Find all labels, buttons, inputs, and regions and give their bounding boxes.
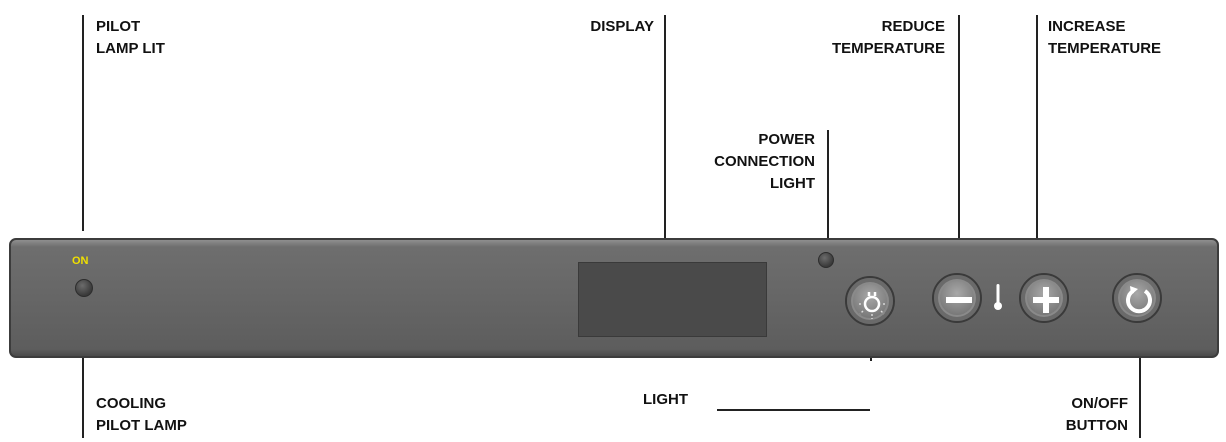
leader-pilot-lamp-lit xyxy=(82,15,84,231)
lightbulb-icon xyxy=(857,292,887,319)
label-power-connection-light: POWER CONNECTION LIGHT xyxy=(714,131,815,192)
on-off-button[interactable] xyxy=(1112,273,1162,323)
label-light: LIGHT xyxy=(643,391,688,408)
leader-display xyxy=(664,15,666,262)
control-panel xyxy=(9,238,1219,358)
leader-cooling-pilot-lamp xyxy=(82,313,84,438)
leader-power-connection-light xyxy=(827,130,829,242)
leader-on-off-button xyxy=(1139,340,1141,438)
cooling-pilot-lamp xyxy=(75,279,93,297)
leader-reduce-temperature xyxy=(958,15,960,263)
reduce-temperature-button[interactable] xyxy=(932,273,982,323)
power-icon xyxy=(1126,286,1152,314)
label-reduce-temperature: REDUCE TEMPERATURE xyxy=(831,18,945,57)
label-display: DISPLAY xyxy=(590,18,654,35)
label-pilot-lamp-lit: PILOT LAMP LIT xyxy=(96,18,165,57)
minus-icon xyxy=(946,297,972,303)
label-increase-temperature: INCREASE TEMPERATURE xyxy=(1048,18,1162,57)
increase-temperature-button[interactable] xyxy=(1019,273,1069,323)
leader-increase-temperature xyxy=(1036,15,1038,263)
plus-icon xyxy=(1033,287,1059,313)
light-button[interactable] xyxy=(845,276,895,326)
thermometer-icon xyxy=(994,284,1002,310)
label-cooling-pilot-lamp: COOLING PILOT LAMP xyxy=(96,395,187,434)
on-indicator-text: ON xyxy=(72,255,89,267)
temperature-display xyxy=(578,262,767,337)
leader-light-horizontal xyxy=(717,409,870,411)
label-on-off-button: ON/OFF BUTTON xyxy=(1065,395,1128,434)
power-connection-light xyxy=(818,252,834,268)
